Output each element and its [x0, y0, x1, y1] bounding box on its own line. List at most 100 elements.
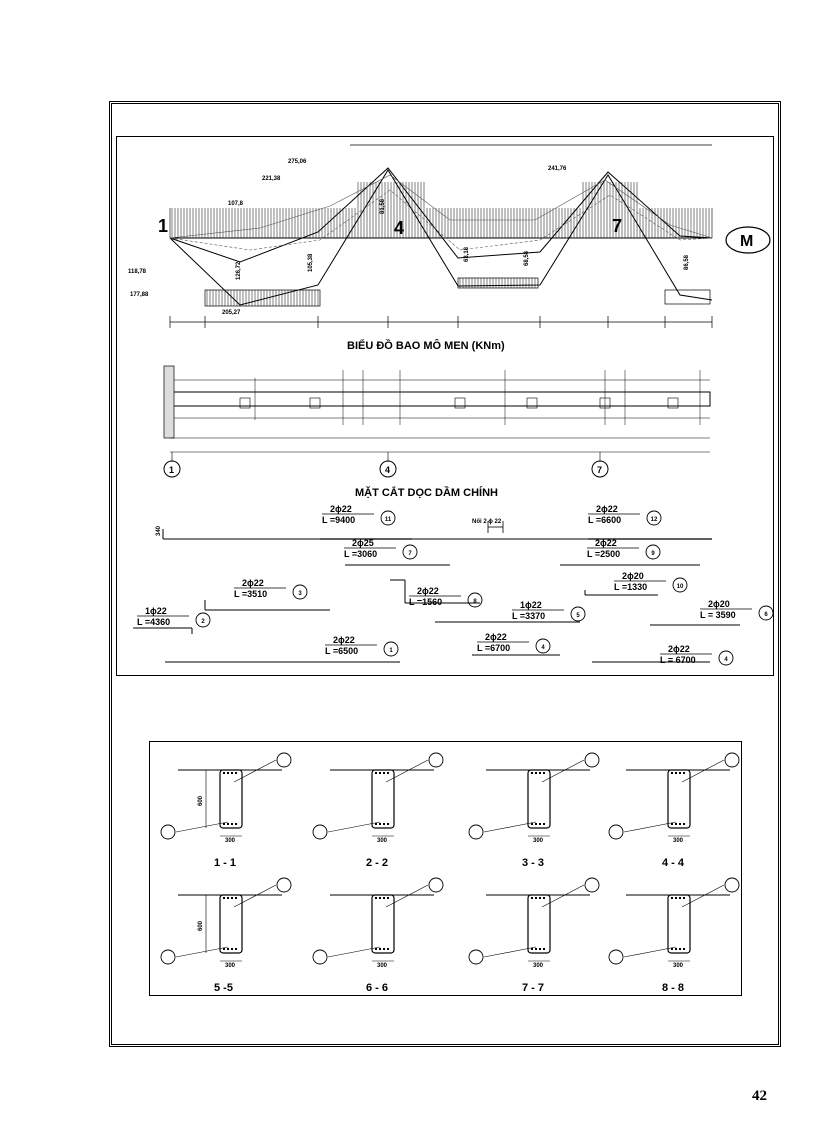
- moment-value: 105,38: [308, 253, 314, 272]
- section-width: 300: [225, 963, 236, 969]
- bar-spec: 2ϕ22: [595, 538, 617, 548]
- moment-value: 221,38: [262, 176, 281, 182]
- support-label-1: 1: [158, 216, 168, 236]
- moment-value: 177,88: [130, 292, 149, 298]
- section-width: 300: [377, 963, 388, 969]
- cross-section: 300 2 - 2: [312, 752, 444, 869]
- bar-number-bubble: [535, 638, 551, 654]
- moment-value: 275,06: [288, 159, 307, 165]
- bar-spec: 1ϕ22: [520, 600, 542, 610]
- bar-length: L =3510: [234, 589, 267, 599]
- bar-number-bubble: [645, 544, 661, 560]
- bar-number: 12: [651, 517, 658, 523]
- bar-number: 8: [473, 599, 477, 605]
- section-label: 3 - 3: [522, 857, 544, 869]
- axis-label-1: 1: [169, 465, 174, 475]
- bar-spec: 2ϕ22: [417, 586, 439, 596]
- section-width: 300: [377, 838, 388, 844]
- bar-number-bubble: [646, 510, 662, 526]
- bar-length: L = 3590: [700, 610, 736, 620]
- moment-value: 126,72: [236, 261, 242, 280]
- bar-spec: 1ϕ22: [145, 606, 167, 616]
- bar-number-bubble: [570, 606, 586, 622]
- moment-value: 118,78: [128, 269, 147, 275]
- bar-spec: 2ϕ20: [708, 599, 730, 609]
- moment-value: 68,58: [524, 250, 530, 266]
- bar-number: 11: [385, 517, 392, 523]
- section-width: 300: [225, 838, 236, 844]
- top-drawing-panel: [116, 136, 774, 676]
- bar-number-bubble: [758, 605, 774, 621]
- bar-number: 5: [576, 613, 580, 619]
- cross-section-panel: [149, 741, 742, 996]
- moment-diagram: 1 4 7 M 275,06 221,38 241,76 205,27 177,…: [128, 144, 771, 352]
- bar-number: 9: [651, 551, 655, 557]
- moment-value: 63,18: [464, 246, 470, 262]
- support-label-7: 7: [612, 216, 622, 236]
- moment-value: 81,58: [380, 198, 386, 214]
- cross-section: 300 8 - 8: [608, 877, 740, 994]
- axis-label-4: 4: [385, 465, 390, 475]
- axis-label-7: 7: [597, 465, 602, 475]
- bar-spec: 2ϕ20: [622, 571, 644, 581]
- section-label: 1 - 1: [214, 857, 236, 869]
- section-label: 2 - 2: [366, 857, 388, 869]
- bar-spec: 2ϕ22: [330, 504, 352, 514]
- section-width: 300: [673, 838, 684, 844]
- section-label: 4 - 4: [662, 857, 685, 869]
- bar-note: Nối 2 ϕ 22: [472, 518, 502, 525]
- bar-length: L =6600: [588, 515, 621, 525]
- bar-spec: 2ϕ22: [668, 644, 690, 654]
- bar-number-bubble: [383, 641, 399, 657]
- bar-length: L = 6700: [660, 655, 696, 665]
- section-label: 7 - 7: [522, 982, 544, 994]
- bar-number: 2: [201, 619, 205, 625]
- bar-length: L =9400: [322, 515, 355, 525]
- bar-number-bubble: [402, 544, 418, 560]
- page-frame: [109, 101, 781, 1047]
- bar-number-bubble: [380, 510, 396, 526]
- bar-spec: 2ϕ25: [352, 538, 374, 548]
- section-label: 5 -5: [214, 982, 233, 994]
- bar-spec: 2ϕ22: [485, 632, 507, 642]
- bar-number: 6: [764, 612, 768, 618]
- bar-number: 10: [677, 584, 684, 590]
- bar-spec: 2ϕ22: [333, 635, 355, 645]
- bar-length: L =6700: [477, 643, 510, 653]
- bar-number-bubble: [467, 592, 483, 608]
- support-label-4: 4: [394, 218, 404, 238]
- bar-length: L =2500: [587, 549, 620, 559]
- moment-value: 205,27: [222, 310, 241, 316]
- bar-number: 4: [724, 657, 728, 663]
- bar-number-bubble: [718, 650, 734, 666]
- moment-marker-label: M: [740, 233, 753, 250]
- svg-text:340: 340: [156, 525, 162, 536]
- bar-number-bubble: [292, 584, 308, 600]
- section-label: 8 - 8: [662, 982, 684, 994]
- moment-value: 86,58: [684, 254, 690, 270]
- bar-spec: 2ϕ22: [242, 578, 264, 588]
- bar-length: L =6500: [325, 646, 358, 656]
- section-width: 300: [673, 963, 684, 969]
- moment-marker: [725, 226, 771, 254]
- moment-value: 107,8: [228, 201, 244, 207]
- bar-number: 7: [408, 551, 412, 557]
